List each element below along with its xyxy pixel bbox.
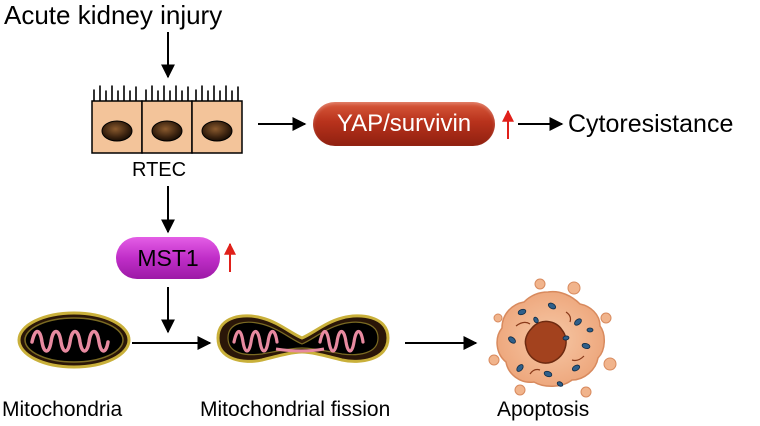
- rtec-cells-icon: [91, 85, 243, 154]
- apoptosis-label: Apoptosis: [497, 398, 590, 421]
- mitochondrial-fission-icon: [216, 314, 390, 363]
- mitochondria-icon: [17, 311, 131, 369]
- mitochondria-label: Mitochondria: [2, 398, 123, 421]
- mst1-pill: MST1: [116, 237, 220, 279]
- cytoresistance-label: Cytoresistance: [568, 110, 734, 138]
- diagram-title: Acute kidney injury: [4, 0, 223, 30]
- yap-survivin-pill: YAP/survivin: [313, 102, 495, 146]
- rtec-label: RTEC: [132, 159, 187, 181]
- mitochondrial-fission-label: Mitochondrial fission: [200, 398, 391, 421]
- apoptosis-cell-icon: [488, 278, 617, 398]
